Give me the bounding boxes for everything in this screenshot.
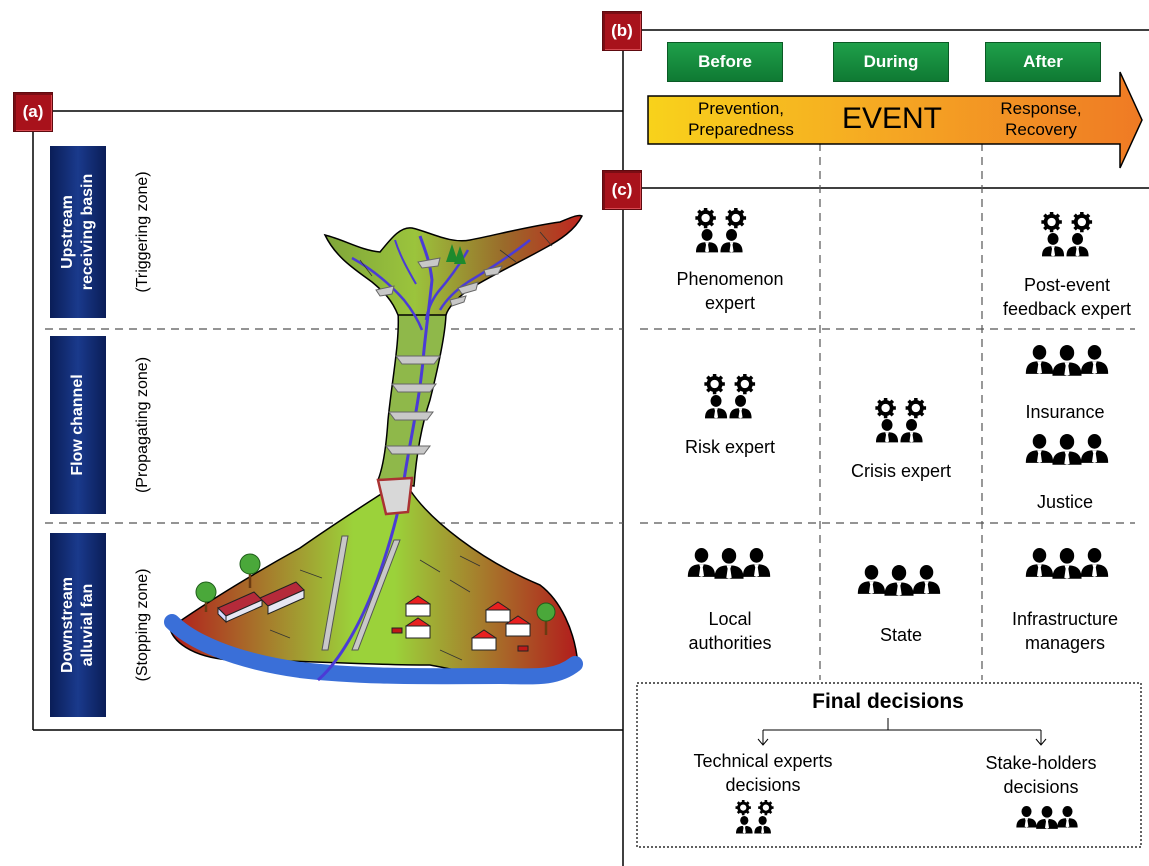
people-group-icon — [686, 548, 772, 590]
people-group-icon — [856, 565, 942, 607]
zone-channel-label: Flow channel — [69, 374, 86, 476]
panel-b-tag: (b) — [602, 11, 642, 51]
zone-upstream-sub: (Triggering zone) — [134, 171, 151, 293]
actor-risk-expert: Risk expert — [684, 437, 776, 457]
flow-channel — [376, 311, 447, 487]
panel-a-tag: (a) — [13, 92, 53, 132]
gear-expert-icon — [727, 799, 781, 838]
gear-expert-icon — [1030, 211, 1102, 262]
arrow-right-text: Response,Recovery — [1000, 99, 1082, 139]
phase-before: Before — [667, 42, 783, 82]
people-group-icon — [1024, 548, 1110, 590]
zone-channel-box: Flow channel — [50, 336, 106, 514]
gear-expert-icon — [864, 397, 936, 448]
people-group-icon — [1015, 806, 1079, 838]
zone-channel-sub: (Propagating zone) — [134, 356, 151, 494]
phase-after: After — [985, 42, 1101, 82]
arrow-left-text: Prevention,Preparedness — [688, 99, 794, 139]
actor-justice: Justice — [1036, 492, 1094, 512]
actor-state: State — [879, 625, 923, 645]
zone-fan-sub: (Stopping zone) — [134, 568, 151, 682]
gear-expert-icon — [684, 207, 756, 258]
main-stream — [317, 235, 434, 682]
panel-c-tag: (c) — [602, 170, 642, 210]
torrent-illustration — [164, 214, 584, 685]
river — [164, 614, 583, 685]
people-group-icon — [1024, 434, 1110, 476]
actor-insurance: Insurance — [1025, 402, 1105, 422]
timeline-arrow — [647, 71, 1143, 169]
arrow-center-text: EVENT — [841, 102, 943, 135]
actor-crisis-expert: Crisis expert — [850, 461, 952, 481]
final-decisions-title: Final decisions — [812, 690, 964, 713]
gear-expert-icon — [693, 373, 765, 424]
final-decisions-box — [636, 682, 1142, 848]
phase-during: During — [833, 42, 949, 82]
people-group-icon — [1024, 345, 1110, 387]
